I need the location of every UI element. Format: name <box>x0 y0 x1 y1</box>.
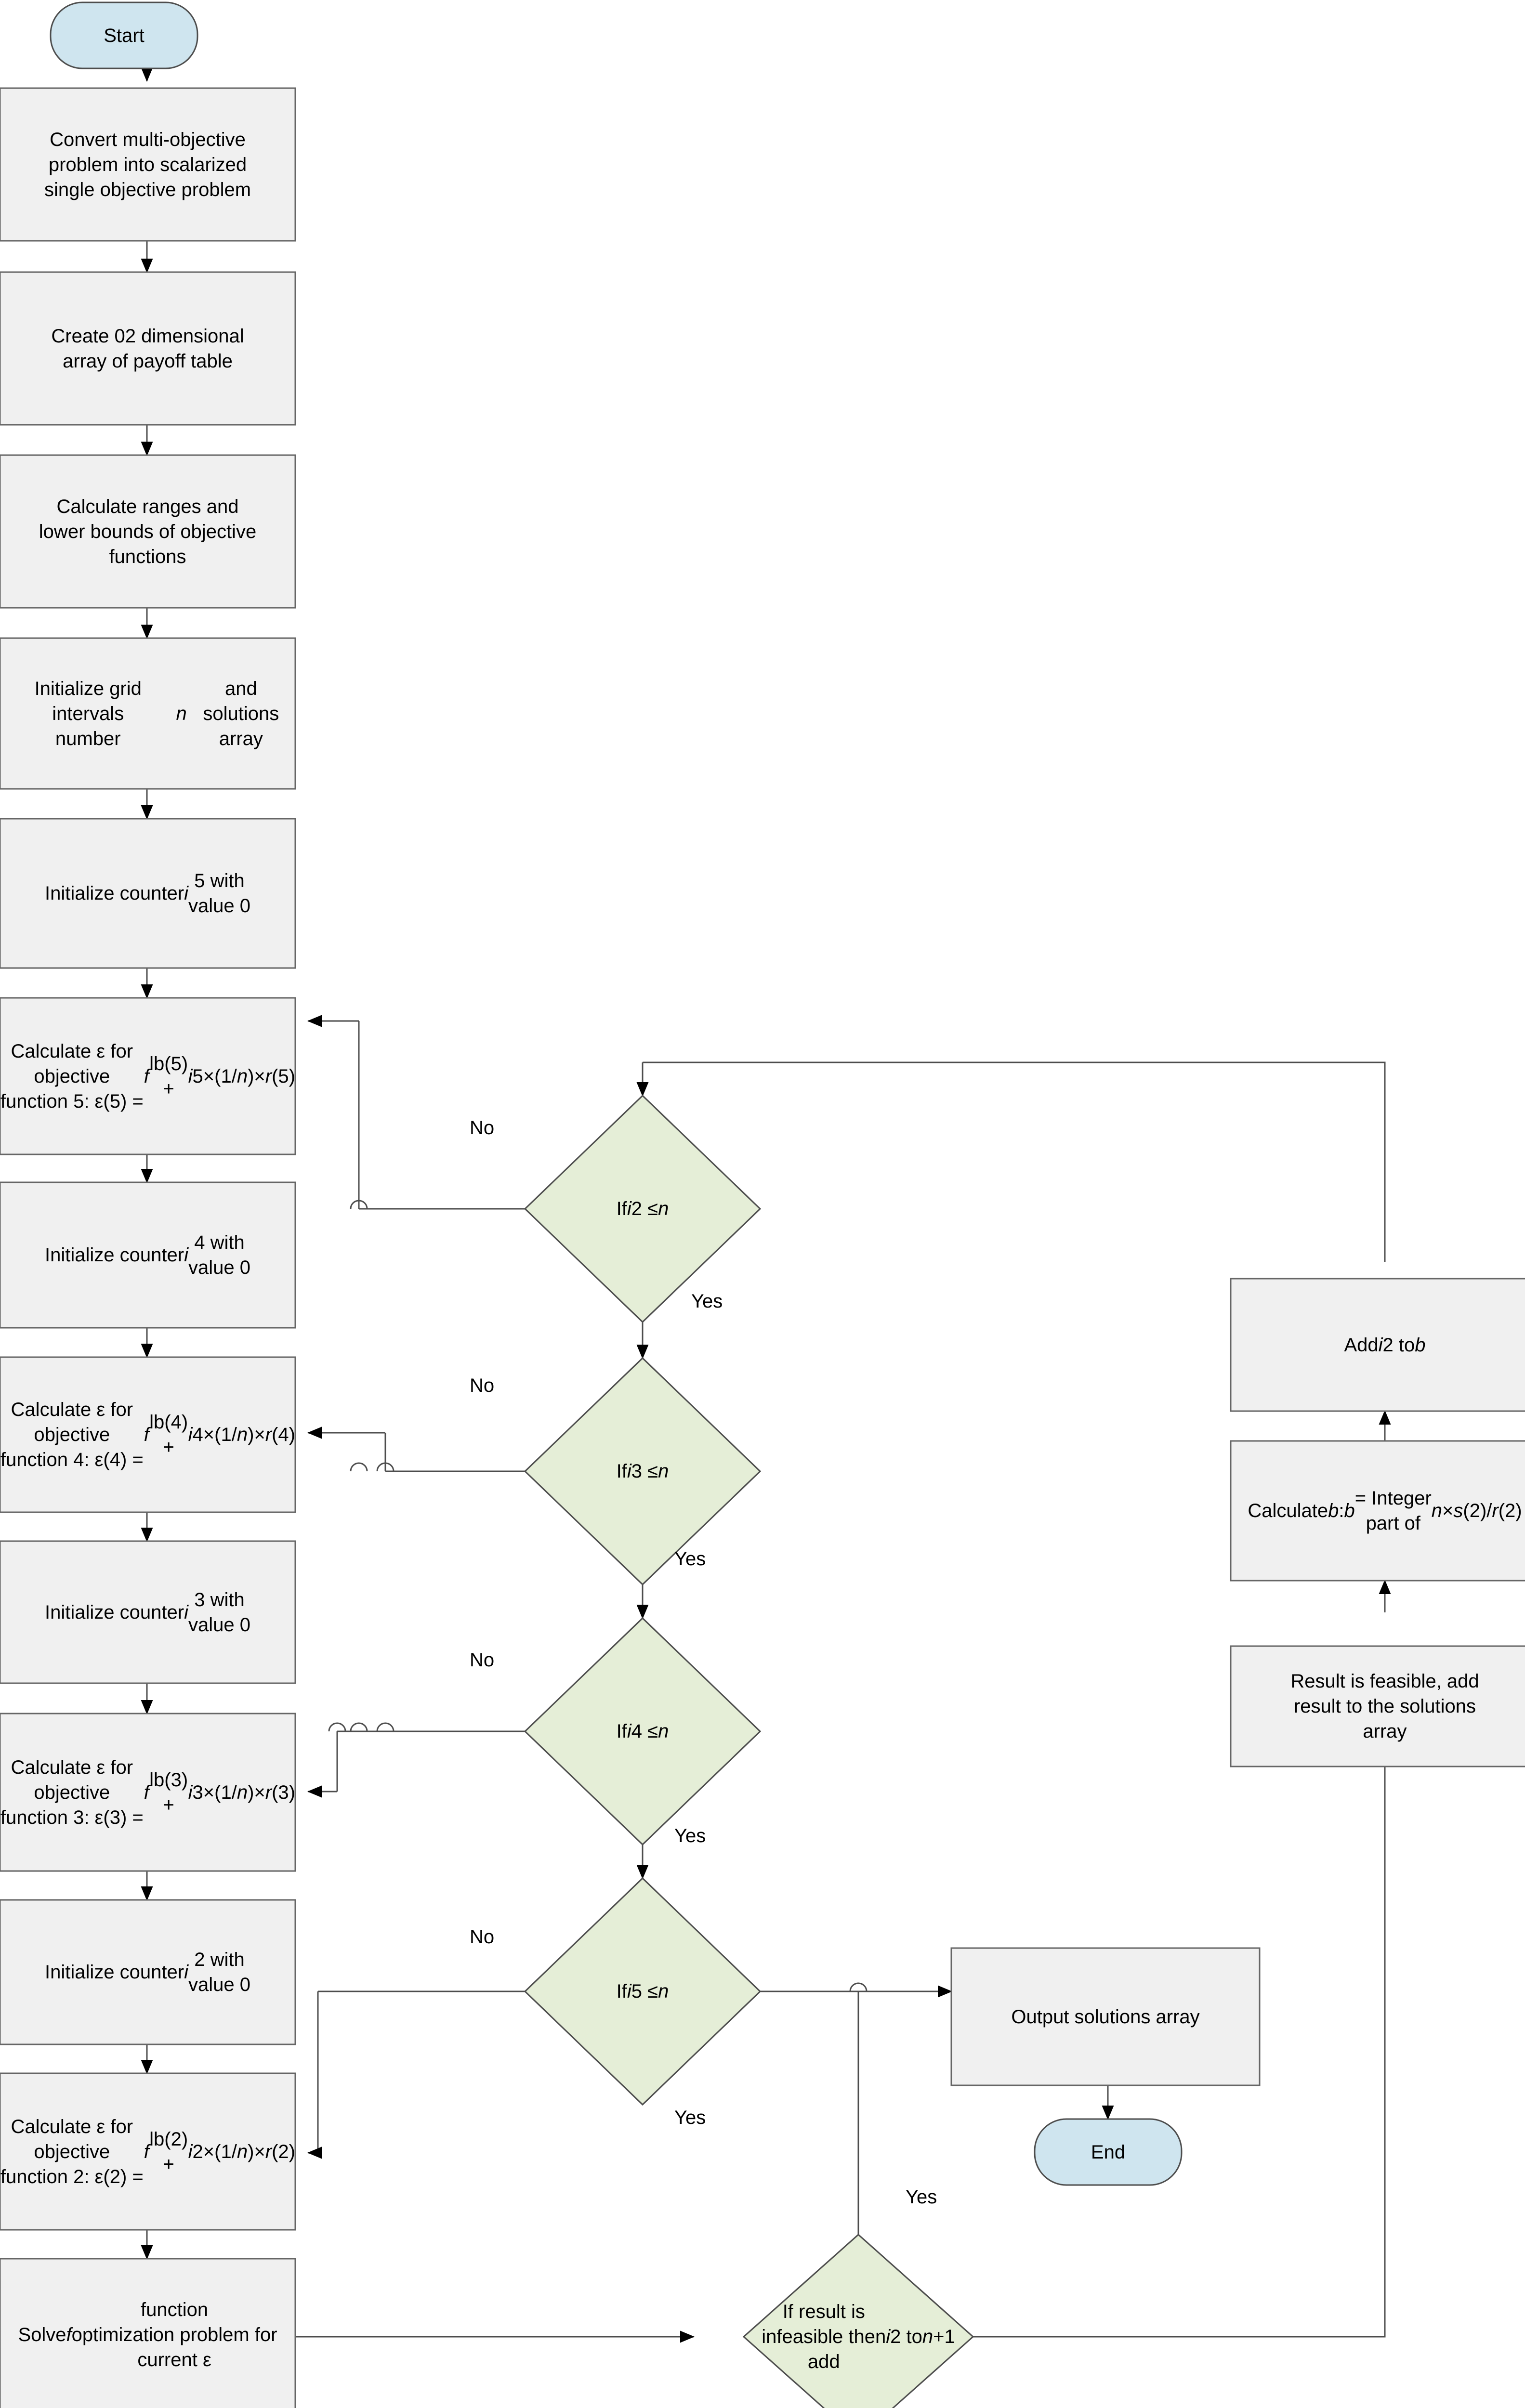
edge-ifi4-no-calce3 <box>308 1730 525 1792</box>
shape-init-i4 <box>0 1181 296 1329</box>
shape-if-i3 <box>524 1357 762 1586</box>
shape-init-i2 <box>0 1899 296 2045</box>
shape-output <box>950 1947 1261 2086</box>
shape-if-infeasible <box>742 2233 974 2408</box>
shape-add-i2-b <box>1230 1278 1525 1412</box>
shape-ranges <box>0 454 296 609</box>
edge-label-no-i4: No <box>470 1649 495 1671</box>
shape-calc-e3 <box>0 1713 296 1872</box>
edge-ifi3-no-calce4 <box>308 1433 525 1472</box>
shape-start <box>50 1 198 69</box>
edge-label-yes-i5: Yes <box>674 2107 706 2128</box>
line-jump-arcs <box>328 1200 868 1992</box>
shape-calc-e4 <box>0 1356 296 1513</box>
edge-label-yes-infeas: Yes <box>906 2186 937 2208</box>
edge-label-no-i2: No <box>470 1117 495 1139</box>
edge-label-yes-i2: Yes <box>691 1291 723 1312</box>
shape-solve-f <box>0 2258 296 2408</box>
shape-calc-e2 <box>0 2072 296 2231</box>
edge-addi2b-return-top <box>643 1061 1386 1262</box>
edge-label-no-i5: No <box>470 1926 495 1948</box>
shape-feasible <box>1230 1645 1525 1767</box>
edge-ifinfeasible-no-feasible <box>973 1751 1391 2338</box>
shape-if-i2 <box>524 1094 762 1323</box>
shape-init-i5 <box>0 818 296 969</box>
shape-grid <box>0 637 296 790</box>
edge-label-no-i3: No <box>470 1375 495 1396</box>
shape-payoff <box>0 271 296 426</box>
edge-label-yes-i4: Yes <box>674 1825 706 1846</box>
edge-ifi2-no-calce5 <box>308 1021 525 1210</box>
shape-end <box>1034 2118 1183 2186</box>
shape-if-i5 <box>524 1877 762 2106</box>
edge-ifi5-no-calce2 <box>308 1990 525 2153</box>
shape-convert <box>0 87 296 242</box>
shape-if-i4 <box>524 1617 762 1846</box>
shape-calc-e5 <box>0 997 296 1155</box>
edge-label-yes-i3: Yes <box>674 1548 706 1570</box>
shape-init-i3 <box>0 1540 296 1684</box>
shape-calc-b <box>1230 1440 1525 1582</box>
